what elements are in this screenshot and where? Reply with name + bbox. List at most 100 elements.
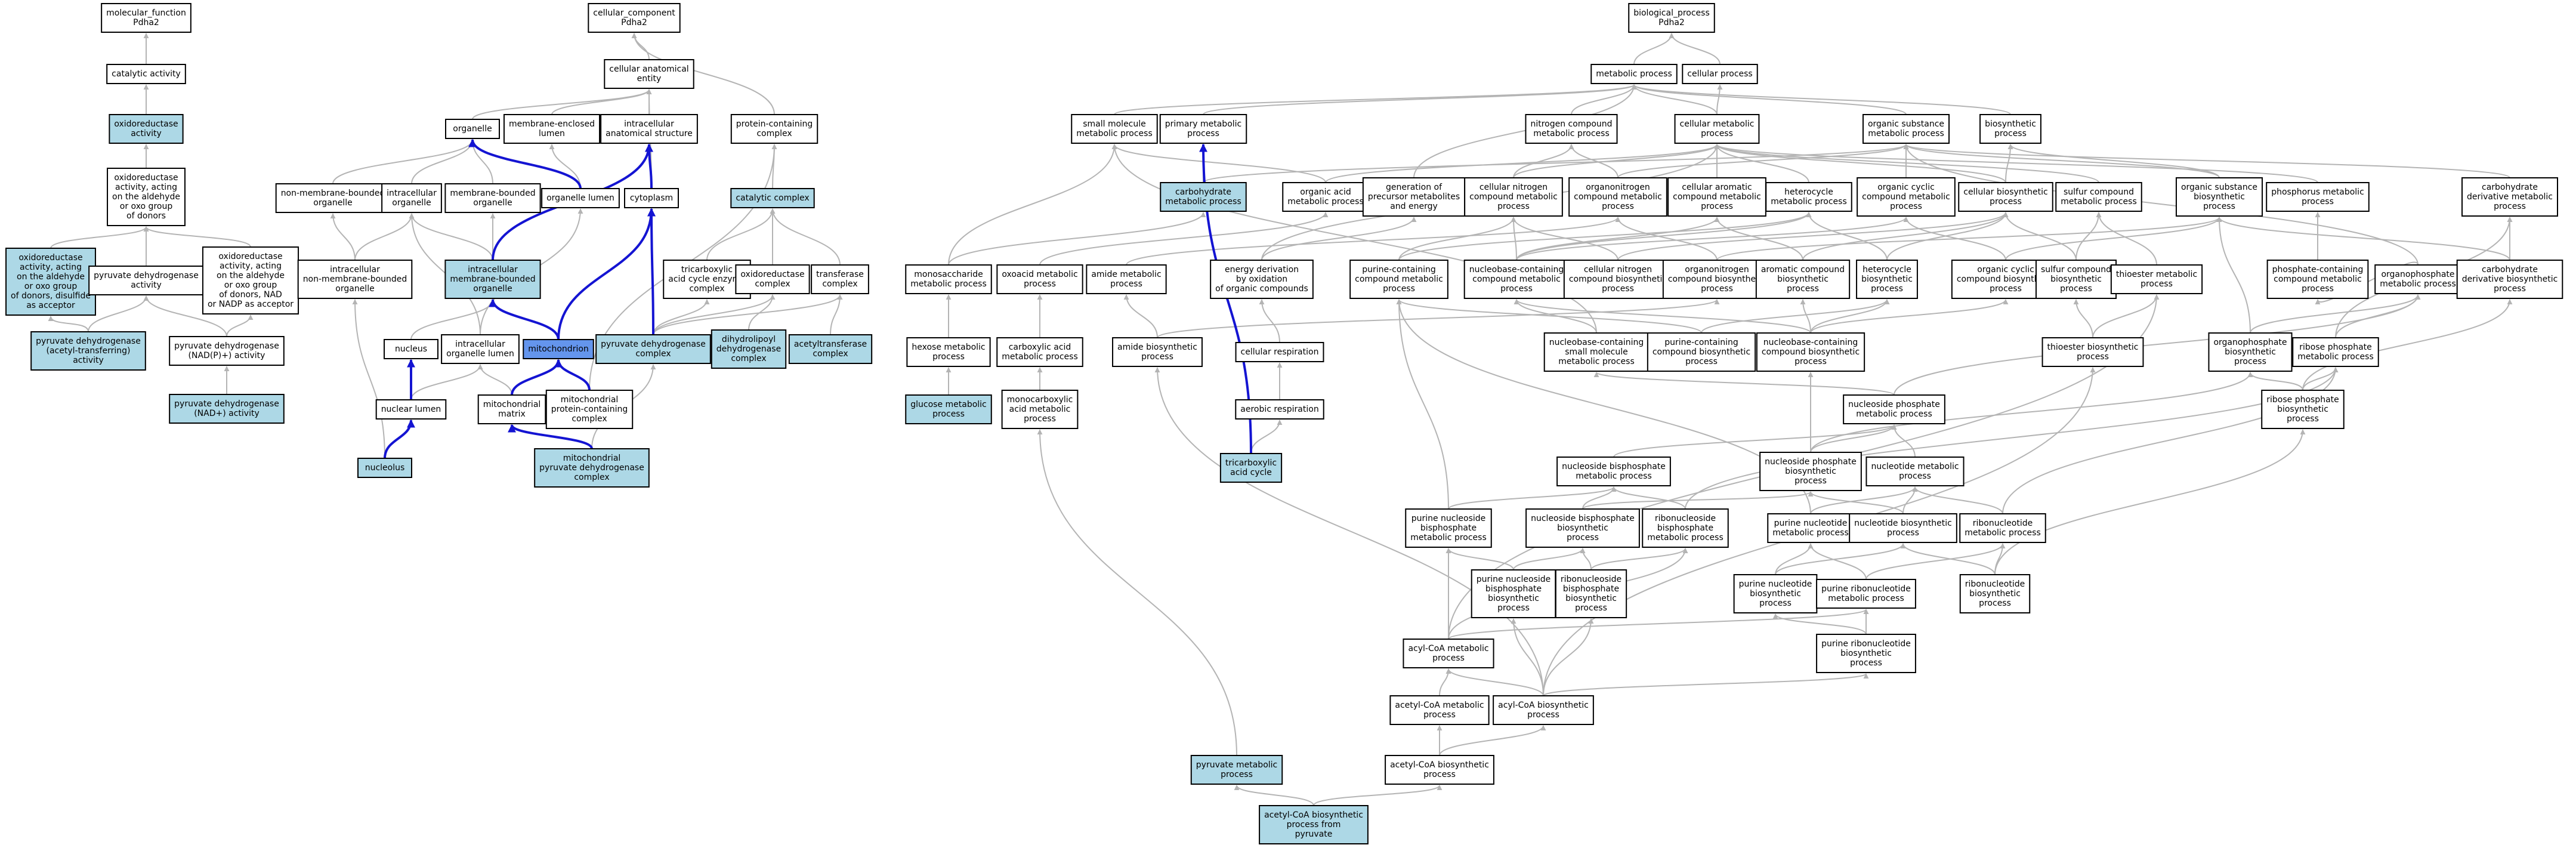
node-label-line: biosynthetic [1557,523,1608,533]
node-label-line: nucleoside phosphate [1848,400,1940,409]
edge-nucleoside-p-met-to-nucleobase-small [1593,372,1895,396]
node-label-line: compound metabolic [1469,192,1558,202]
node-label-line: cellular nitrogen [1584,265,1652,275]
edge-amide-bio-to-orgnitro-bio [1157,299,1720,338]
edge-carb-met-to-org-sub-met [1203,144,1909,183]
node-label-line: or oxo group [24,282,78,291]
node-label-line: organelle lumen [446,349,514,359]
edge-acetyl-bio-pyr-to-pyruvate-met [1234,785,1314,806]
node-box [1849,513,1957,543]
edge-ribo-bisp-bio-to-nuc-bisp-bio [1580,548,1592,570]
node-label-line: protein-containing [736,119,813,129]
node-label: catalytic activity [112,69,181,79]
node-label-line: Pdha2 [1658,18,1685,27]
edge-ribose-bio-to-carb-der-bio [2302,299,2513,391]
edge-ribont-bio-to-nt-bio [1900,543,1996,575]
node-label-line: on the aldehyde [112,192,180,202]
edge-orgnitro-bio-to-org-sub-bio [1716,217,2222,261]
node-label-line: oxidoreductase [114,119,178,129]
edge-purine-cmp-met-to-cell-nitro-met [1398,217,1516,261]
edge-thioester-bio-to-sulfur-bio [2073,299,2093,338]
node-cat-cplx: catalytic complex [730,188,815,208]
node-label-line: process [1990,284,2022,294]
node-label-line: complex [813,349,848,359]
node-box [1471,569,1556,618]
node-aerobic: aerobic respiration [1235,399,1324,420]
node-label: catalytic complex [736,193,809,203]
node-label-line: non-membrane-bounded [281,189,385,198]
edge-cell-nitro-bio-to-cell-nitro-met [1511,217,1619,261]
node-label-line: process [2060,284,2092,294]
edge-nucleobase-met-to-org-cyc-met [1516,217,1909,261]
node-label-line: bisphosphate [1657,523,1713,533]
node-label-line: cellular nitrogen [1479,183,1548,192]
edge-pcc-to-cc [631,33,775,115]
edge-org-cyc-bio-to-org-sub-bio [2005,217,2222,261]
node-label-line: acetyl-CoA biosynthetic [1264,810,1363,820]
node-label-line: complex [822,279,857,289]
node-label-line: complex [574,473,609,482]
node-label-line: organelle [392,198,431,208]
node-label-line: metabolic process [1576,471,1652,481]
node-label-line: monosaccharide [914,270,983,279]
node-metab: metabolic process [1590,64,1678,84]
node-label-line: organic cyclic [1977,265,2034,275]
node-box [109,114,184,144]
node-label: nucleus [395,344,427,354]
node-label-line: cellular respiration [1241,347,1319,357]
node-box [5,248,96,316]
node-label-line: process [2302,284,2334,294]
node-label-line: activity, acting [115,183,177,192]
edge-pdh-acetyl-to-pdh-act [88,295,149,332]
node-box [730,114,818,144]
node-label-line: acid cycle enzyme [668,275,746,284]
edge-thioester-met-to-sulfur-met [2096,212,2157,266]
node-label-line: biosynthetic [2194,192,2245,202]
node-box [1733,574,1818,613]
node-box [1282,182,1369,212]
node-label-line: small molecule [1083,119,1146,129]
node-label-line: nucleolus [365,463,405,473]
node-box [444,183,541,213]
node-label-line: catalytic complex [736,193,809,203]
node-box [1190,755,1283,785]
node-cat-act: catalytic activity [106,64,186,84]
node-label-line: metabolic process [1828,594,1904,603]
node-label-line: process [1024,414,1056,424]
node-box [1816,579,1916,609]
node-label-line: metabolic process [1410,533,1487,542]
node-label-line: molecular_function [106,8,186,18]
node-label-line: biosynthetic [2050,275,2102,284]
node-label-line: process [1887,528,1919,538]
node-box [1674,114,1760,144]
node-box [1958,182,2053,212]
